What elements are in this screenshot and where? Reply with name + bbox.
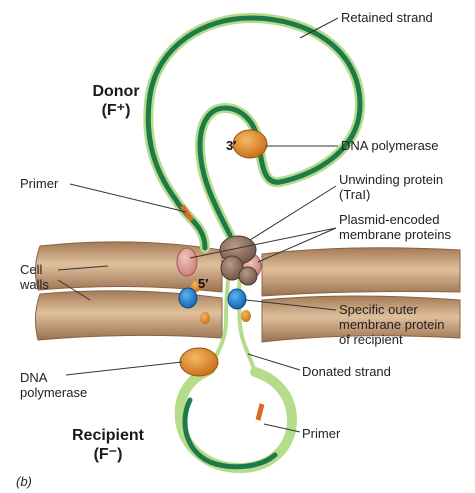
label-outer-membrane: Specific outer membrane protein of recip… [339,302,445,347]
donor-type: (F⁺) [86,101,146,120]
outer-membrane-line1: Specific outer [339,302,445,317]
cell-walls-line1: Cell [20,262,49,277]
membrane-protein-left [177,248,197,276]
label-primer-bottom: Primer [302,426,340,441]
label-unwinding-protein: Unwinding protein (TraI) [339,172,443,202]
cell-walls-line2: walls [20,277,49,292]
outer-membrane-line2: membrane protein [339,317,445,332]
unwinding-protein-text: Unwinding protein [339,172,443,187]
dna-polymerase-bottom-line1: DNA [20,370,87,385]
label-donated-strand: Donated strand [302,364,391,379]
panel-label: (b) [16,474,32,489]
label-donor: Donor (F⁺) [86,82,146,120]
recipient-plasmid [180,370,292,468]
outer-protein-right [228,289,246,309]
unwinding-protein-name: (TraI) [339,187,443,202]
label-three-prime: 3′ [226,138,236,153]
donor-title: Donor [86,82,146,101]
label-dna-polymerase-top: DNA polymerase [341,138,439,153]
dna-polymerase-bottom-line2: polymerase [20,385,87,400]
label-plasmid-membrane: Plasmid-encoded membrane proteins [339,212,451,242]
knob-3 [241,310,251,322]
recipient-type: (F⁻) [58,445,158,464]
plasmid-membrane-line2: membrane proteins [339,227,451,242]
label-five-prime: 5′ [198,276,208,291]
outer-protein-left [179,288,197,308]
label-cell-walls: Cell walls [20,262,49,292]
plasmid-membrane-line1: Plasmid-encoded [339,212,451,227]
label-primer-top: Primer [20,176,58,191]
recipient-title: Recipient [58,426,158,445]
outer-membrane-line3: of recipient [339,332,445,347]
label-dna-polymerase-bottom: DNA polymerase [20,370,87,400]
knob-2 [200,312,210,324]
dna-polymerase-top [233,130,267,158]
dna-polymerase-bottom [180,348,218,376]
label-retained-strand: Retained strand [341,10,433,25]
label-recipient: Recipient (F⁻) [58,426,158,464]
primer-segment-recipient [258,404,262,420]
